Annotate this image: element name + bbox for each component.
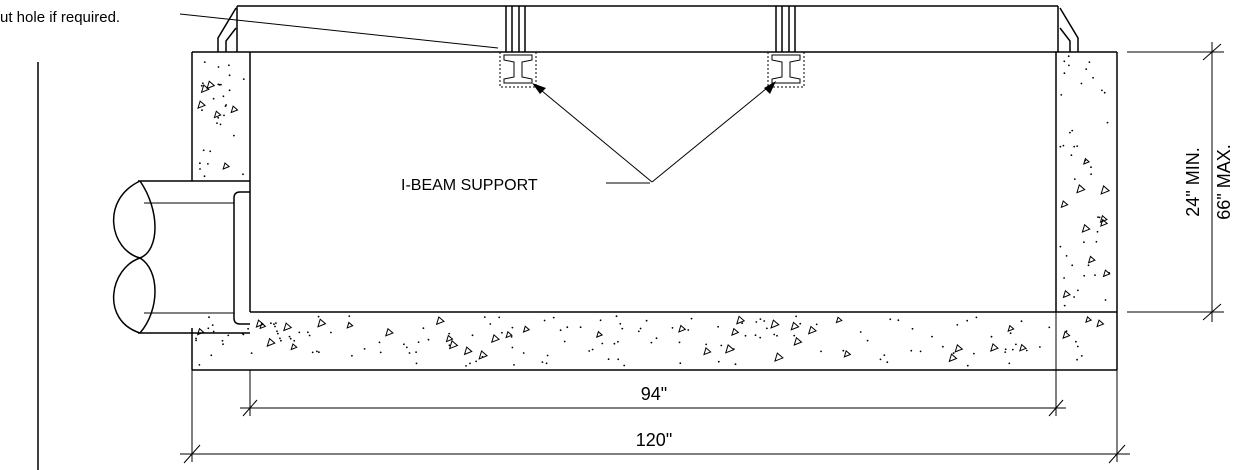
dimension-94-label: 94" <box>641 384 667 404</box>
concrete-fill-right-wall <box>1059 55 1111 307</box>
ibeam-label: I-BEAM SUPPORT <box>401 177 538 194</box>
support-post-right <box>775 6 796 52</box>
vault-inner-chamber <box>249 52 1117 313</box>
dimension-min-label: 24" MIN. <box>1183 147 1203 216</box>
ibeam-leader-lines <box>532 81 776 184</box>
dimension-120 <box>180 370 1130 464</box>
note-text: ut hole if required. <box>0 9 120 26</box>
concrete-fill-left-wall <box>197 61 245 178</box>
dimension-depth <box>1127 42 1224 322</box>
ibeam-right <box>767 51 805 88</box>
pipe <box>113 180 250 334</box>
vault-outer-wall <box>191 51 1118 371</box>
dimension-120-label: 120" <box>636 430 672 450</box>
dimension-94 <box>240 312 1066 417</box>
concrete-fill-floor-slab <box>195 315 1105 367</box>
ibeam-left <box>499 51 537 88</box>
support-post-left <box>505 6 526 52</box>
vault-lid-frame <box>217 5 1079 52</box>
dimension-max-label: 66" MAX. <box>1214 144 1234 219</box>
note-leader-line <box>179 13 499 49</box>
